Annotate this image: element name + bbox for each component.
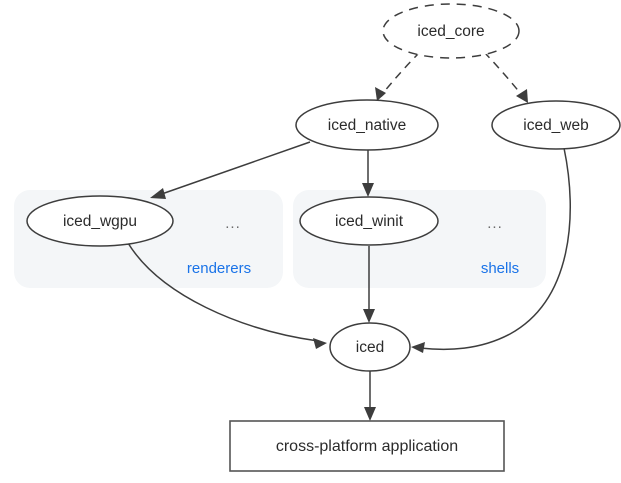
node-iced-winit-shape[interactable] [299, 196, 439, 246]
node-iced-web-label: iced_web [523, 117, 589, 134]
edge-web-to-iced-arrowhead [411, 342, 425, 353]
edge-web-to-iced [411, 147, 572, 353]
edge-wgpu-to-iced-line [127, 242, 319, 342]
edge-core-to-native-arrowhead [375, 87, 386, 101]
node-iced-native-shape[interactable] [295, 99, 439, 151]
node-iced-label: iced [356, 339, 384, 356]
edge-native-to-wgpu [150, 141, 311, 199]
node-application-label: cross-platform application [276, 438, 458, 455]
node-application-shape[interactable] [229, 420, 505, 472]
edge-native-to-winit [362, 150, 374, 197]
edge-web-to-iced-line [419, 147, 572, 351]
node-iced-web[interactable]: iced_web [491, 100, 621, 150]
edge-core-to-native-line [378, 51, 421, 99]
edge-core-to-native [375, 51, 421, 101]
node-iced-shape[interactable] [329, 322, 411, 372]
shells-more-ellipsis: ... [487, 215, 503, 232]
edge-native-to-wgpu-line [155, 141, 311, 197]
node-iced-winit-label: iced_winit [335, 213, 404, 230]
node-iced-core[interactable]: iced_core [382, 3, 520, 59]
group-shells-label: shells [481, 260, 519, 277]
node-iced-native[interactable]: iced_native [295, 99, 439, 151]
node-iced-wgpu[interactable]: iced_wgpu [26, 195, 174, 247]
node-iced-core-label: iced_core [417, 23, 484, 40]
edge-winit-to-iced-arrowhead [363, 309, 375, 323]
renderers-more-ellipsis: ... [225, 215, 241, 232]
edge-wgpu-to-iced-arrowhead [313, 338, 327, 349]
edge-winit-to-iced [363, 246, 375, 323]
node-iced-wgpu-label: iced_wgpu [63, 213, 137, 230]
node-iced[interactable]: iced [329, 322, 411, 372]
edge-core-to-web-arrowhead [516, 89, 528, 103]
node-iced-core-shape[interactable] [382, 3, 520, 59]
edge-iced-to-app-arrowhead [364, 407, 376, 421]
group-renderers-label: renderers [187, 260, 251, 277]
node-iced-wgpu-shape[interactable] [26, 195, 174, 247]
node-iced-winit[interactable]: iced_winit [299, 196, 439, 246]
edge-iced-to-app [364, 371, 376, 421]
node-iced-web-shape[interactable] [491, 100, 621, 150]
edge-native-to-winit-arrowhead [362, 183, 374, 197]
edge-core-to-web-line [483, 51, 526, 100]
edge-wgpu-to-iced [127, 242, 327, 349]
edge-core-to-web [483, 51, 528, 103]
node-application[interactable]: cross-platform application [229, 420, 505, 472]
edge-native-to-wgpu-arrowhead [150, 188, 166, 199]
node-iced-native-label: iced_native [328, 117, 406, 134]
